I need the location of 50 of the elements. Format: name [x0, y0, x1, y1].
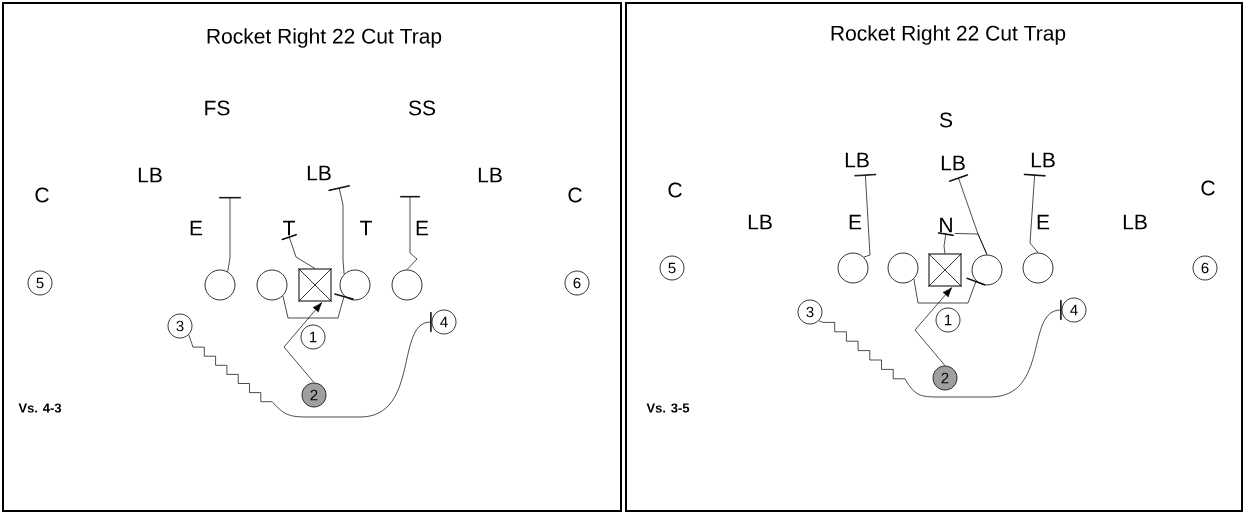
- position-label: LB: [1123, 214, 1147, 230]
- lineman-circle: [971, 254, 1003, 286]
- position-label: N: [940, 217, 952, 233]
- position-label: T: [283, 220, 295, 236]
- position-label: T: [360, 220, 372, 236]
- lineman-circle: [1022, 252, 1054, 284]
- position-label: C: [668, 182, 682, 198]
- block-line: [400, 196, 420, 270]
- position-label: LB: [478, 167, 502, 183]
- play-title: Rocket Right 22 Cut Trap: [207, 28, 442, 48]
- lineman-circle: [837, 252, 869, 284]
- position-label: E: [416, 220, 429, 236]
- block-line: [282, 293, 354, 319]
- defense-label: Vs. 4-3: [18, 403, 62, 413]
- route-arrow: [283, 302, 323, 383]
- position-label: FS: [205, 100, 230, 116]
- block-line: [281, 233, 316, 269]
- block-line: [1023, 173, 1046, 253]
- position-label: C: [568, 187, 582, 203]
- lineman-circle: [339, 269, 371, 301]
- lineman-circle: [887, 252, 919, 284]
- position-label: C: [1201, 180, 1215, 196]
- block-line: [219, 197, 241, 273]
- block-line: [818, 300, 1062, 398]
- block-line: [913, 277, 986, 304]
- center-square: [928, 253, 962, 287]
- position-label: E: [1037, 214, 1050, 230]
- play-title: Rocket Right 22 Cut Trap: [831, 25, 1066, 45]
- position-label: E: [190, 220, 203, 236]
- position-label: S: [939, 112, 953, 128]
- route-line: [954, 233, 988, 255]
- position-label: LB: [748, 214, 772, 230]
- block-line: [188, 312, 432, 418]
- position-label: SS: [408, 100, 436, 116]
- position-label: C: [35, 187, 49, 203]
- block-line: [328, 185, 351, 275]
- block-line: [854, 173, 877, 258]
- position-label: LB: [845, 152, 869, 168]
- position-label: E: [849, 214, 862, 230]
- lineman-circle: [391, 269, 423, 301]
- position-label: LB: [1031, 152, 1055, 168]
- position-label: LB: [138, 167, 162, 183]
- defense-label: Vs. 3-5: [646, 403, 690, 413]
- position-label: LB: [941, 155, 965, 171]
- block-line: [937, 232, 954, 254]
- lineman-circle: [204, 269, 236, 301]
- lineman-circle: [256, 269, 288, 301]
- center-square: [298, 268, 332, 302]
- route-arrow: [914, 287, 953, 366]
- position-label: LB: [307, 165, 331, 181]
